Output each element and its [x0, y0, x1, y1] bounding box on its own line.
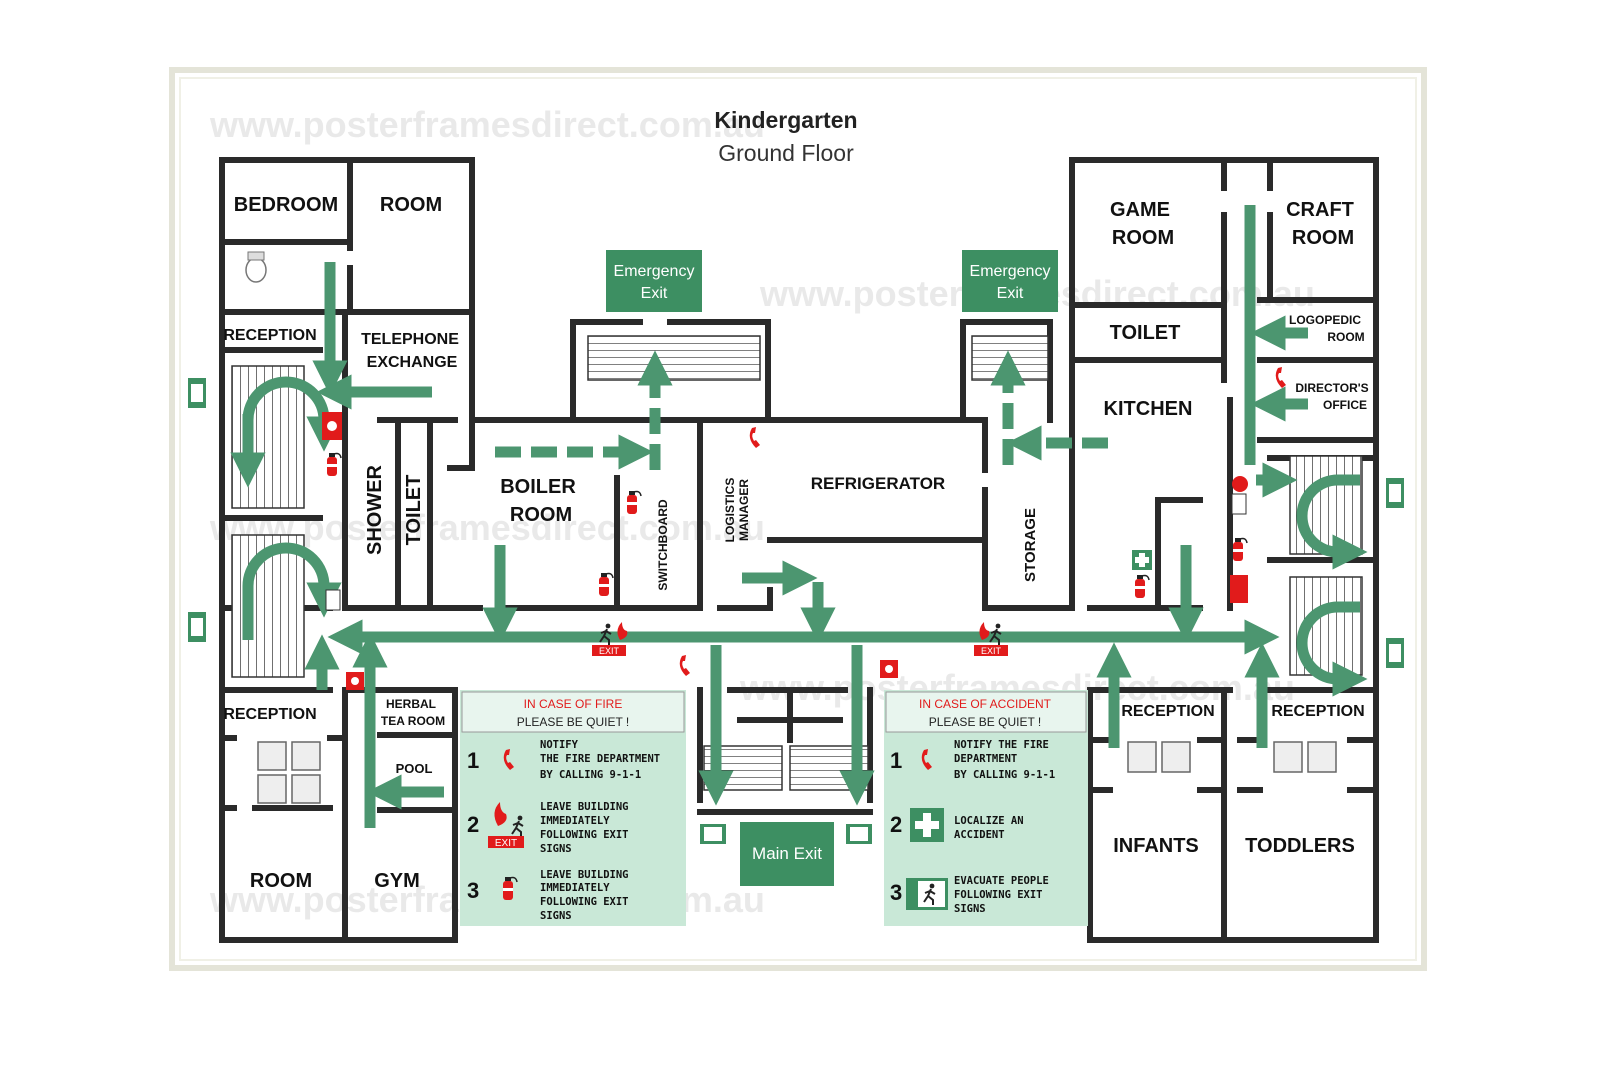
svg-text:EVACUATE PEOPLE: EVACUATE PEOPLE: [954, 875, 1049, 887]
label-reception-infants: RECEPTION: [1121, 703, 1214, 720]
label-gym: GYM: [374, 870, 420, 892]
label-game-room: GAME: [1110, 199, 1170, 221]
svg-text:Emergency: Emergency: [614, 263, 695, 280]
svg-text:FOLLOWING EXIT: FOLLOWING EXIT: [954, 889, 1043, 901]
label-telephone-exchange: EXCHANGE: [367, 354, 458, 371]
label-craft-room: CRAFT: [1286, 199, 1354, 221]
svg-text:Emergency: Emergency: [970, 263, 1051, 280]
svg-text:FOLLOWING EXIT: FOLLOWING EXIT: [540, 829, 629, 841]
label-boiler-room: BOILER: [500, 476, 576, 498]
svg-text:ACCIDENT: ACCIDENT: [954, 829, 1005, 841]
label-toilet-right: TOILET: [1110, 322, 1181, 344]
svg-text:IMMEDIATELY: IMMEDIATELY: [540, 815, 610, 827]
svg-text:EXIT: EXIT: [495, 838, 517, 849]
label-reception-bottom-left: RECEPTION: [223, 706, 316, 723]
label-bedroom: BEDROOM: [234, 194, 338, 216]
exit-running-man-icon: [188, 378, 1404, 844]
svg-text:BY CALLING 9-1-1: BY CALLING 9-1-1: [540, 769, 641, 781]
svg-text:LEAVE BUILDING: LEAVE BUILDING: [540, 801, 629, 813]
label-craft-room: ROOM: [1292, 227, 1354, 249]
sink-icon: [257, 741, 1337, 804]
label-herbal-tea-room: TEA ROOM: [381, 714, 445, 728]
label-storage: STORAGE: [1022, 508, 1039, 582]
stairs: [231, 335, 1363, 791]
svg-text:IN CASE OF ACCIDENT: IN CASE OF ACCIDENT: [919, 697, 1052, 711]
label-switchboard: SWITCHBOARD: [656, 499, 670, 591]
poster-frame: [169, 67, 1427, 971]
fire-alarm-icon: [322, 412, 1248, 690]
svg-text:EXIT: EXIT: [981, 646, 1002, 656]
emergency-exit-sign-left: Emergency Exit: [606, 250, 702, 312]
label-boiler-room: ROOM: [510, 504, 572, 526]
svg-text:LEAVE BUILDING: LEAVE BUILDING: [540, 869, 629, 881]
svg-text:THE FIRE DEPARTMENT: THE FIRE DEPARTMENT: [540, 753, 660, 765]
emergency-exit-sign-right: Emergency Exit: [962, 250, 1058, 312]
svg-text:Exit: Exit: [997, 285, 1024, 302]
svg-text:3: 3: [467, 878, 479, 903]
label-logopedic-room: LOGOPEDIC: [1289, 313, 1361, 327]
svg-text:NOTIFY: NOTIFY: [540, 739, 579, 751]
label-herbal-tea-room: HERBAL: [386, 697, 436, 711]
svg-text:IMMEDIATELY: IMMEDIATELY: [540, 882, 610, 894]
label-logopedic-room: ROOM: [1327, 330, 1364, 344]
label-telephone-exchange: TELEPHONE: [361, 331, 459, 348]
watermark: www.posterframesdirect.com.au: [209, 104, 765, 145]
svg-text:DEPARTMENT: DEPARTMENT: [954, 753, 1017, 765]
page-subtitle: Ground Floor: [718, 140, 854, 166]
svg-text:2: 2: [467, 812, 479, 837]
label-room-bottom: ROOM: [250, 870, 312, 892]
label-shower: SHOWER: [364, 464, 386, 555]
label-game-room: ROOM: [1112, 227, 1174, 249]
label-pool: POOL: [396, 761, 433, 776]
first-aid-icon: [1132, 550, 1152, 570]
exit-fire-sign: EXIT: [974, 622, 1008, 656]
label-directors-office: DIRECTOR'S: [1295, 381, 1368, 395]
evacuation-arrow-icon: [230, 205, 1368, 828]
svg-text:3: 3: [890, 880, 902, 905]
label-reception-toddlers: RECEPTION: [1271, 703, 1364, 720]
label-room-top: ROOM: [380, 194, 442, 216]
exit-fire-sign: EXIT: [592, 622, 628, 656]
svg-text:Exit: Exit: [641, 285, 668, 302]
label-logistics-manager: LOGISTICS: [723, 478, 737, 543]
svg-text:SIGNS: SIGNS: [954, 903, 986, 915]
svg-text:BY CALLING 9-1-1: BY CALLING 9-1-1: [954, 769, 1055, 781]
svg-text:FOLLOWING EXIT: FOLLOWING EXIT: [540, 896, 629, 908]
svg-text:PLEASE BE QUIET !: PLEASE BE QUIET !: [929, 715, 1042, 729]
svg-text:Main Exit: Main Exit: [752, 844, 822, 863]
main-exit-sign: Main Exit: [740, 822, 834, 886]
svg-text:SIGNS: SIGNS: [540, 843, 572, 855]
svg-text:1: 1: [467, 748, 479, 773]
label-reception-top-left: RECEPTION: [223, 327, 316, 344]
label-kitchen: KITCHEN: [1104, 398, 1193, 420]
label-logistics-manager: MANAGER: [737, 479, 751, 541]
svg-text:2: 2: [890, 812, 902, 837]
svg-text:PLEASE BE QUIET !: PLEASE BE QUIET !: [517, 715, 630, 729]
page-title: Kindergarten: [714, 107, 857, 133]
svg-text:1: 1: [890, 748, 902, 773]
fire-instructions-panel: IN CASE OF FIRE PLEASE BE QUIET ! 1 NOTI…: [460, 690, 686, 926]
label-toddlers: TODDLERS: [1245, 835, 1355, 857]
svg-text:NOTIFY THE FIRE: NOTIFY THE FIRE: [954, 739, 1049, 751]
svg-text:SIGNS: SIGNS: [540, 910, 572, 922]
svg-text:IN CASE OF FIRE: IN CASE OF FIRE: [524, 697, 623, 711]
svg-text:LOCALIZE AN: LOCALIZE AN: [954, 815, 1024, 827]
svg-text:EXIT: EXIT: [599, 646, 620, 656]
accident-instructions-panel: IN CASE OF ACCIDENT PLEASE BE QUIET ! 1 …: [884, 690, 1088, 926]
label-toilet-left: TOILET: [403, 475, 425, 546]
toilet-icon: [245, 251, 267, 283]
label-infants: INFANTS: [1113, 835, 1199, 857]
label-directors-office: OFFICE: [1323, 398, 1367, 412]
label-refrigerator: REFRIGERATOR: [811, 474, 945, 493]
